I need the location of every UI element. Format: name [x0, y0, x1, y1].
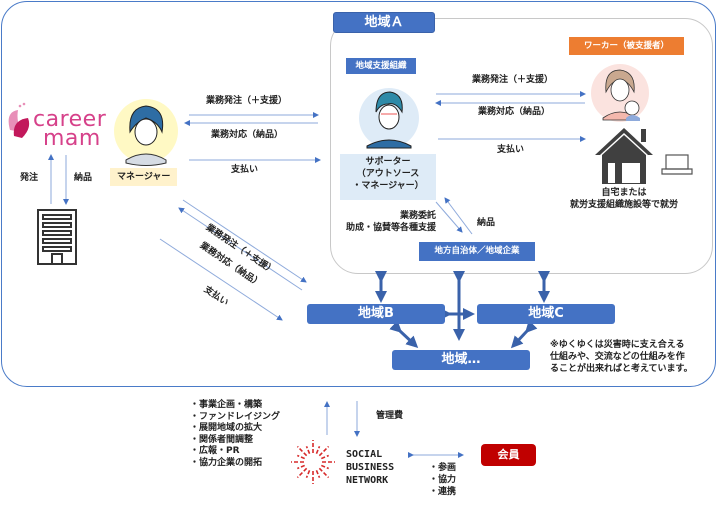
- worker-place-line2: 就労支援組織施設等で就労: [569, 200, 678, 210]
- member-roles-list: ・参画 ・協力 ・連携: [429, 462, 456, 498]
- sbn-role-item: ・広報・PR: [190, 446, 240, 456]
- arrow-local-delivery: [444, 197, 473, 235]
- worker-place-label: 自宅または 就労支援組織施設等で就労: [562, 187, 686, 211]
- support-org-label: 地域支援組織: [346, 58, 416, 74]
- note-text: ※ゆくゆくは災害時に支え合える 仕組みや、交流などの仕組みを作 ることが出来れば…: [550, 339, 693, 375]
- supporter-response-label: 業務対応（納品）: [478, 107, 551, 117]
- commission-line1: 業務委託: [399, 211, 436, 221]
- sbn-role-item: ・協力企業の開拓: [190, 457, 263, 468]
- region-etc-box: 地域…: [392, 350, 530, 370]
- careermam-logo-line1: career: [33, 107, 107, 132]
- sunburst-ray: [305, 470, 311, 479]
- manager-order-label: 業務発注（＋支援）: [206, 96, 288, 106]
- sunburst-ray: [321, 454, 330, 460]
- supporter-payment-label: 支払い: [497, 145, 525, 155]
- region-b-box: 地域B: [307, 304, 445, 324]
- manager-payment-label: 支払い: [231, 165, 259, 175]
- sbn-name-line3: NETWORK: [346, 475, 389, 486]
- company-delivery-label: 納品: [74, 173, 93, 183]
- manager-response-label: 業務対応（納品）: [211, 130, 284, 140]
- social-business-network-logo-icon: [291, 440, 335, 484]
- arrow-b-etc: [389, 320, 419, 349]
- supporter-avatar-icon: [359, 88, 419, 149]
- commission-line2: 助成・協賛等各種支援: [345, 223, 436, 233]
- sunburst-ray: [318, 467, 330, 479]
- region-a-title: 地域Ａ: [333, 12, 435, 33]
- sunburst-ray: [315, 445, 321, 454]
- member-role-item: ・連携: [429, 487, 457, 497]
- arrow-diag-response: [178, 207, 303, 291]
- supporter-label: サポーター （アウトソース ・マネージャー）: [340, 154, 436, 200]
- local-gov-label: 地方自治体／地域企業: [419, 242, 535, 261]
- manager-avatar-icon: [114, 99, 178, 166]
- arrow-diag-payment: [159, 238, 283, 321]
- careermam-logo-icon: [8, 102, 30, 138]
- sunburst-ray: [296, 464, 305, 470]
- arrow-c-etc: [510, 320, 538, 349]
- supporter-label-line2: （アウトソース: [356, 169, 420, 179]
- management-fee-label: 管理費: [376, 411, 404, 421]
- sunburst-ray: [318, 445, 330, 457]
- member-role-item: ・参画: [429, 463, 457, 473]
- sunburst-ray: [315, 470, 321, 479]
- company-order-label: 発注: [20, 173, 39, 183]
- supporter-label-line3: ・マネージャー）: [352, 181, 424, 191]
- sbn-role-item: ・展開地域の拡大: [190, 423, 263, 433]
- commission-label: 業務委託 助成・協賛等各種支援: [336, 210, 436, 234]
- note-line1: ※ゆくゆくは災害時に支え合える: [550, 340, 685, 350]
- sunburst-ray: [296, 454, 305, 460]
- arrow-commission: [435, 201, 463, 233]
- sbn-name-line2: BUSINESS: [346, 462, 395, 473]
- note-line2: 仕組みや、交流などの仕組みを作: [550, 352, 685, 362]
- manager-label: マネージャー: [110, 168, 178, 186]
- region-c-box: 地域C: [477, 304, 615, 324]
- sbn-name-line1: SOCIAL: [346, 449, 383, 460]
- note-line3: ることが出来ればと考えています。: [550, 364, 693, 374]
- worker-place-line1: 自宅または: [601, 188, 647, 198]
- sunburst-ray: [296, 467, 308, 479]
- supporter-label-line1: サポーター: [365, 157, 411, 167]
- sbn-name: SOCIAL BUSINESS NETWORK: [346, 448, 394, 487]
- house-icon: [595, 128, 653, 184]
- sunburst-ray: [296, 445, 308, 457]
- overall-frame: [1, 1, 716, 387]
- sbn-role-item: ・ファンドレイジング: [190, 411, 281, 422]
- careermam-logo-line2: mam: [43, 126, 101, 151]
- sbn-roles-list: ・事業企画・構築 ・ファンドレイジング ・展開地域の拡大 ・関係者間調整 ・広報…: [190, 400, 280, 469]
- building-icon: [37, 209, 77, 265]
- worker-label: ワーカー（被支援者）: [569, 37, 684, 55]
- arrow-diag-order: [182, 199, 307, 283]
- sunburst-ray: [305, 445, 311, 454]
- member-role-item: ・協力: [429, 475, 457, 485]
- worker-avatar-icon: [591, 64, 649, 122]
- sbn-role-item: ・関係者間調整: [190, 434, 254, 445]
- member-badge: 会員: [481, 444, 536, 466]
- laptop-icon: [661, 154, 693, 175]
- local-delivery-label: 納品: [477, 218, 496, 228]
- sbn-role-item: ・事業企画・構築: [190, 400, 263, 410]
- supporter-order-label: 業務発注（＋支援）: [472, 75, 554, 85]
- sunburst-ray: [321, 464, 330, 470]
